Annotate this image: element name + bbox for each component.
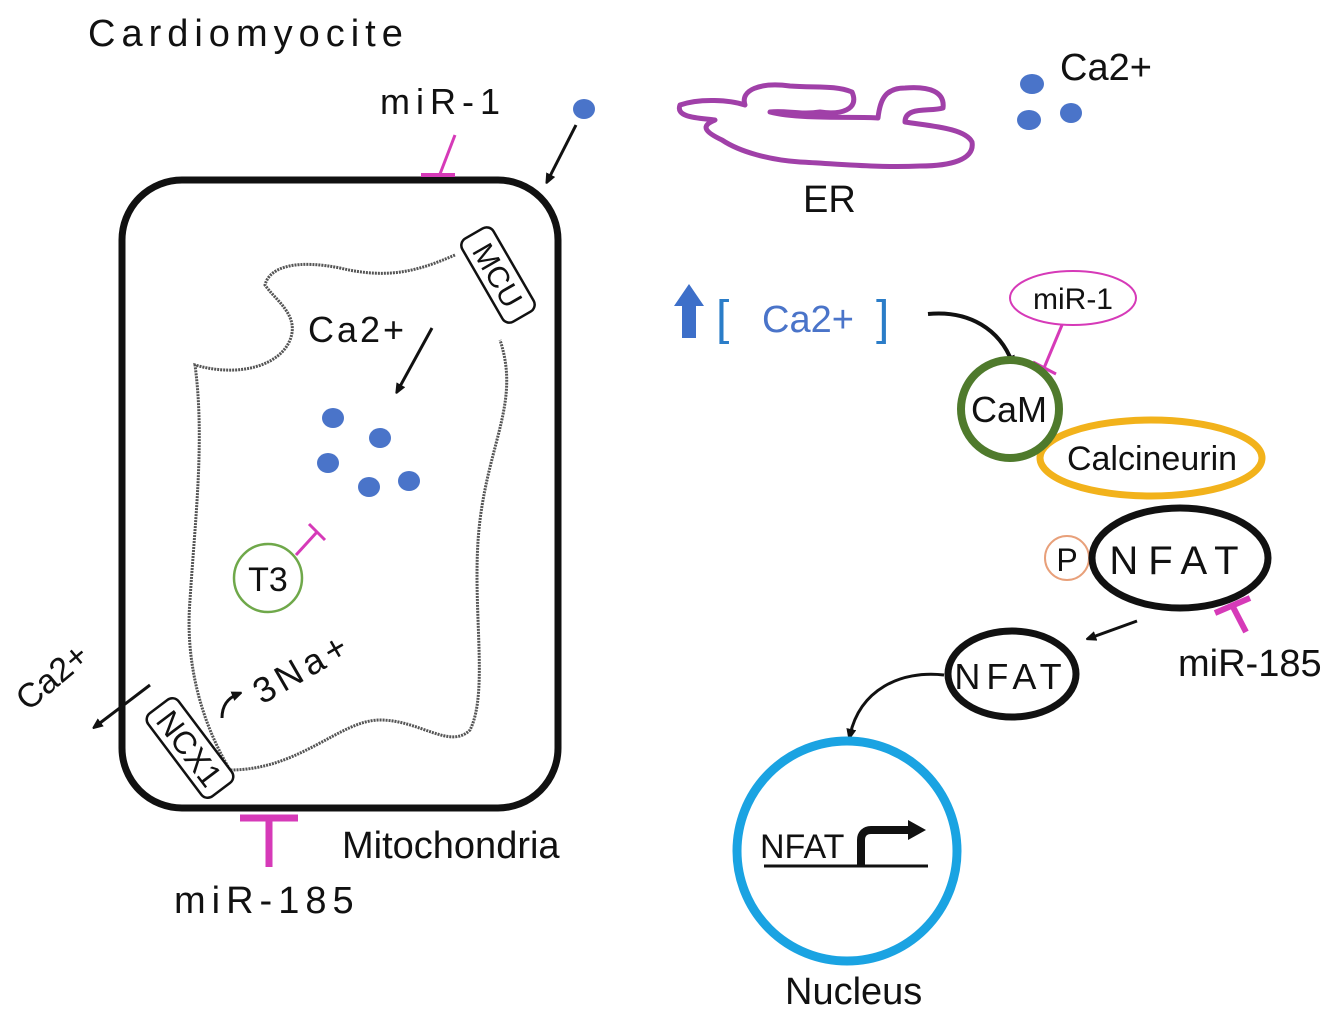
calcium-inside-label: Ca2+ bbox=[308, 309, 407, 350]
mir185-bottom-label: miR-185 bbox=[174, 880, 360, 922]
nfat-label: NFAT bbox=[954, 656, 1067, 697]
nucleus-node: NFAT bbox=[732, 736, 962, 966]
calcium-ion bbox=[322, 408, 344, 428]
cell-membrane bbox=[118, 176, 562, 812]
nfat-phosphorylated-label: NFAT bbox=[1109, 539, 1248, 583]
title: Cardiomyocite bbox=[88, 13, 409, 55]
calcium-ion-cluster-top bbox=[1017, 74, 1082, 130]
increase-arrow-icon bbox=[674, 284, 704, 338]
calcium-efflux-arrow-icon bbox=[96, 683, 151, 726]
mitochondria-label: Mitochondria bbox=[342, 825, 560, 867]
calcium-out-label: Ca2+ bbox=[9, 636, 96, 718]
calcium-ion bbox=[398, 471, 420, 491]
phosphate-label: P bbox=[1056, 542, 1077, 578]
mir185-right-label: miR-185 bbox=[1178, 643, 1322, 685]
calcineurin-node: Calcineurin bbox=[1036, 416, 1266, 500]
cam-label: CaM bbox=[971, 389, 1047, 430]
calcium-ion bbox=[573, 99, 595, 119]
calcium-ion bbox=[1060, 103, 1082, 123]
sodium-label: 3Na+ bbox=[246, 623, 359, 712]
mir185-inhibition-icon bbox=[240, 814, 298, 867]
nfat-to-nucleus-arrow-icon bbox=[850, 672, 945, 735]
calcium-inside-arrow-icon bbox=[398, 327, 434, 390]
bracket-open: [ bbox=[716, 292, 729, 345]
calcium-ion-cluster bbox=[317, 408, 420, 497]
er-outline bbox=[676, 82, 975, 170]
sodium-arrow-icon bbox=[220, 694, 238, 719]
nucleus-gene-label: NFAT bbox=[760, 828, 844, 866]
calcium-top-label: Ca2+ bbox=[1060, 47, 1152, 89]
calcium-ion bbox=[1020, 74, 1044, 94]
calcineurin-label: Calcineurin bbox=[1067, 440, 1237, 478]
nfat-phosphorylated-node: P NFAT bbox=[1044, 504, 1272, 612]
dephosphorylation-arrow-icon bbox=[1090, 619, 1138, 638]
t3-label: T3 bbox=[248, 561, 288, 599]
mir1-top-label: miR-1 bbox=[380, 81, 506, 122]
calcium-to-cam-arrow-icon bbox=[927, 311, 1012, 362]
mir1-right-label: miR-1 bbox=[1033, 283, 1113, 316]
transcription-start-arrow-icon bbox=[857, 826, 910, 866]
nfat-node: NFAT bbox=[944, 627, 1080, 721]
mir185-nfat-inhibition-icon bbox=[1213, 595, 1252, 634]
mir1-node: miR-1 bbox=[1009, 270, 1137, 376]
t3-node: T3 bbox=[232, 522, 327, 614]
calcium-entry-arrow-icon bbox=[548, 124, 578, 180]
nucleus-label: Nucleus bbox=[785, 971, 922, 1013]
calcium-concentration-label: Ca2+ bbox=[762, 299, 854, 341]
mir1-inhibition-icon bbox=[421, 134, 457, 177]
cam-node: CaM bbox=[957, 356, 1063, 462]
cardiomyocyte-cell bbox=[118, 176, 562, 812]
er-label: ER bbox=[803, 179, 856, 221]
mir1-cam-inhibition-icon bbox=[1042, 324, 1064, 369]
calcium-ion bbox=[1017, 110, 1041, 130]
calcium-ion bbox=[317, 453, 339, 473]
bracket-close: ] bbox=[876, 292, 889, 345]
mcu-channel: MCU bbox=[460, 226, 536, 324]
calcium-ion bbox=[369, 428, 391, 448]
t3-inhibition-icon bbox=[294, 530, 319, 557]
calcium-ion bbox=[358, 477, 380, 497]
